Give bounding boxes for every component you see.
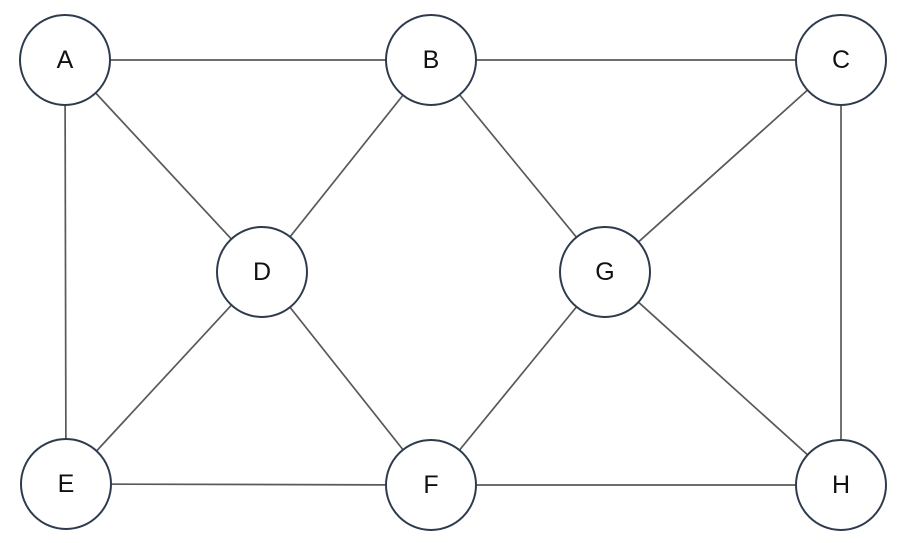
nodes-layer: A B C D G E F H bbox=[19, 14, 887, 531]
edge-A-E bbox=[64, 59, 67, 485]
node-F: F bbox=[385, 439, 477, 531]
node-label-F: F bbox=[423, 471, 438, 499]
node-E: E bbox=[20, 438, 112, 530]
node-label-E: E bbox=[58, 470, 75, 498]
edges-layer bbox=[64, 59, 842, 486]
node-circle-B bbox=[385, 14, 477, 106]
node-label-D: D bbox=[253, 258, 271, 286]
edge-G-H bbox=[604, 271, 842, 486]
node-circle-G bbox=[559, 226, 651, 318]
node-label-C: C bbox=[832, 46, 850, 74]
node-label-G: G bbox=[595, 258, 614, 286]
node-circle-E bbox=[20, 438, 112, 530]
node-circle-F bbox=[385, 439, 477, 531]
edge-A-D bbox=[64, 59, 263, 273]
edge-D-E bbox=[65, 271, 263, 485]
edge-E-F bbox=[65, 483, 432, 486]
edge-C-G bbox=[604, 59, 842, 273]
node-C: C bbox=[795, 14, 887, 106]
node-circle-C bbox=[795, 14, 887, 106]
node-D: D bbox=[216, 226, 308, 318]
node-circle-D bbox=[216, 226, 308, 318]
node-H: H bbox=[795, 439, 887, 531]
node-label-H: H bbox=[832, 471, 850, 499]
node-A: A bbox=[19, 14, 111, 106]
node-label-A: A bbox=[57, 46, 74, 74]
node-B: B bbox=[385, 14, 477, 106]
node-circle-H bbox=[795, 439, 887, 531]
node-G: G bbox=[559, 226, 651, 318]
node-label-B: B bbox=[423, 46, 440, 74]
node-circle-A bbox=[19, 14, 111, 106]
